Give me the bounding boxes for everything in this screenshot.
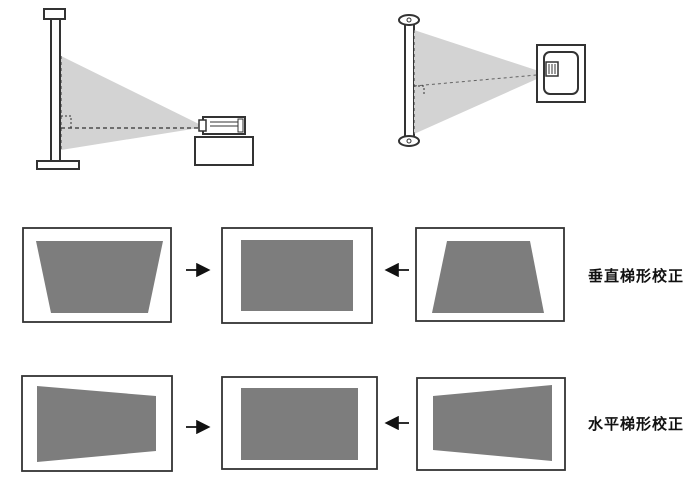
right-angle-marker (61, 115, 72, 128)
screen-top-wide (36, 241, 163, 313)
vertical-keystone-row (22, 227, 565, 324)
projection-beam (61, 56, 205, 150)
screen-stand-cap (43, 8, 66, 20)
horizontal-keystone-row (21, 375, 566, 472)
screen-corrected-1 (241, 240, 353, 311)
screen-left-tall (37, 386, 156, 462)
screen-bar (404, 21, 415, 141)
horizontal-keystone-label: 水平梯形校正 (588, 415, 685, 433)
top-view-setup (398, 14, 586, 147)
screen-stand-base (36, 160, 80, 170)
projector-table (194, 136, 254, 166)
screen-right-tall (433, 385, 552, 461)
projection-beam-top (414, 30, 548, 134)
screen-corrected-2 (241, 388, 358, 460)
vertical-keystone-label: 垂直梯形校正 (588, 267, 685, 285)
projector-lens (198, 119, 207, 132)
screen-stand-pole (50, 18, 61, 162)
side-view-setup (36, 8, 254, 170)
screen-bottom-wide (432, 241, 544, 313)
